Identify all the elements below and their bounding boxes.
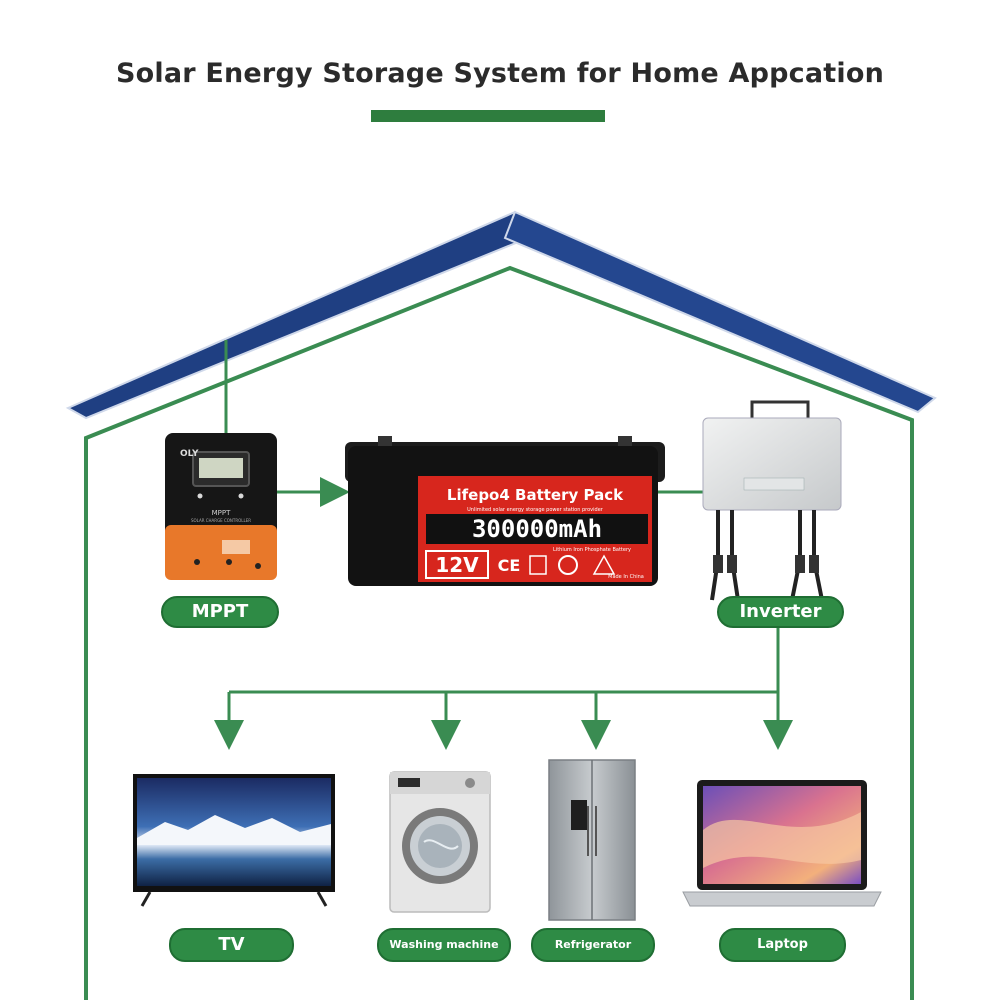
battery-tagline: Unlimited solar energy storage power sta…	[467, 507, 604, 513]
battery-voltage: 12V	[435, 553, 479, 577]
mppt-label: MPPT	[161, 596, 279, 628]
appliance-label-washing-machine: Washing machine	[377, 928, 511, 962]
appliance-label-refrigerator: Refrigerator	[531, 928, 655, 962]
laptop-icon	[682, 780, 882, 907]
battery-pack-icon: Lifepo4 Battery Pack Unlimited solar ene…	[345, 436, 665, 586]
battery-ce-mark: CE	[498, 556, 521, 575]
tv-icon	[133, 774, 335, 907]
battery-headline: Lifepo4 Battery Pack	[447, 486, 624, 504]
solar-roof	[65, 210, 937, 420]
controller-brand: OLY	[180, 449, 199, 459]
washing-machine-icon	[389, 771, 491, 913]
house-outline	[84, 265, 914, 1000]
mppt-controller-icon: OLY MPPT SOLAR CHARGE CONTROLLER	[165, 433, 277, 580]
controller-screen-caption: MPPT	[212, 509, 231, 517]
inverter-device-icon	[702, 400, 842, 601]
flow-lines	[211, 340, 793, 750]
battery-chemistry: Lithium Iron Phosphate Battery	[553, 547, 631, 553]
refrigerator-icon	[548, 759, 636, 921]
battery-origin: Made In China	[608, 574, 644, 580]
battery-capacity: 300000mAh	[472, 515, 602, 543]
title-underline	[371, 110, 605, 122]
inverter-label: Inverter	[717, 596, 844, 628]
recycle-icon	[529, 554, 616, 575]
page-title: Solar Energy Storage System for Home App…	[115, 58, 885, 89]
appliance-label-laptop: Laptop	[719, 928, 846, 962]
controller-sub-caption: SOLAR CHARGE CONTROLLER	[191, 518, 251, 523]
appliance-label-tv: TV	[169, 928, 294, 962]
